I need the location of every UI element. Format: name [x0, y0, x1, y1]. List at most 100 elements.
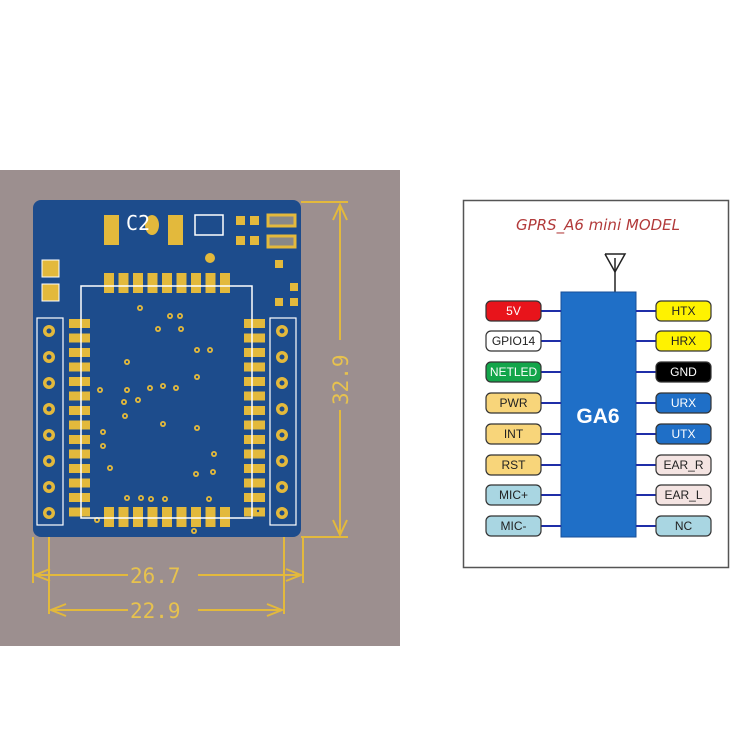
- pin-box: [485, 361, 542, 383]
- module-outline: [80, 285, 253, 519]
- pin-label: INT: [504, 427, 524, 441]
- chip-ga6: [560, 291, 637, 538]
- pin-label: 5V: [506, 304, 521, 318]
- pcb-components: [41, 213, 298, 534]
- smd-pad: [244, 420, 265, 430]
- smd-pad: [236, 216, 245, 225]
- pin-label: HRX: [671, 334, 696, 348]
- smd-pad: [69, 493, 90, 502]
- smd-pad: [244, 406, 265, 415]
- smd-pad: [244, 507, 265, 517]
- resistor: [266, 234, 297, 249]
- pin-box: [485, 392, 542, 414]
- silk-label-c2: C2: [126, 211, 150, 235]
- smd-pad: [275, 260, 283, 268]
- smd-pad: [176, 507, 187, 527]
- smd-pad: [220, 507, 230, 527]
- smd-pad: [69, 449, 90, 459]
- smd-pad: [69, 348, 90, 357]
- smd-pad: [250, 216, 259, 225]
- smd-pad: [104, 507, 114, 527]
- smd-pad: [133, 507, 143, 527]
- smd-pad: [133, 273, 143, 293]
- pin-box: [485, 454, 542, 476]
- pin-box: [655, 330, 712, 352]
- smd-pad: [290, 298, 298, 306]
- smd-pad: [244, 449, 265, 459]
- smd-pad: [69, 464, 90, 473]
- smd-pad: [118, 273, 129, 293]
- smd-pad: [244, 435, 265, 444]
- smd-pad: [162, 273, 172, 293]
- smd-pad: [41, 259, 60, 278]
- header-right-outline: [269, 317, 297, 526]
- smd-pad: [69, 406, 90, 415]
- pin-box: [485, 423, 542, 445]
- smd-pad: [244, 478, 265, 488]
- dimension-width-outer: 26.7: [130, 564, 181, 588]
- smd-pad: [69, 507, 90, 517]
- pin-box: [655, 454, 712, 476]
- pin-box: [485, 484, 542, 506]
- smd-pad: [236, 236, 245, 245]
- pin-box: [655, 515, 712, 537]
- via: [145, 215, 159, 235]
- pin-box: [655, 392, 712, 414]
- pin-label: UTX: [672, 427, 696, 441]
- smd-pad: [244, 348, 265, 357]
- dimension-width-inner: 22.9: [130, 599, 181, 623]
- smd-pad: [191, 273, 201, 293]
- smd-pad: [104, 273, 114, 293]
- pcb-panel: C2 32.9 26.7 22.9: [0, 170, 400, 646]
- smd-pad: [250, 236, 259, 245]
- capacitor-pad: [168, 215, 183, 245]
- smd-pad: [220, 273, 230, 293]
- pin-label: NETLED: [490, 365, 538, 379]
- pin-label: PWR: [500, 396, 528, 410]
- smd-pad: [69, 478, 90, 488]
- pin-box: [485, 330, 542, 352]
- smd-pad: [244, 333, 265, 343]
- via: [205, 253, 215, 263]
- smd-pad: [244, 391, 265, 401]
- pcb-board: [33, 200, 301, 537]
- pin-label: GND: [670, 365, 697, 379]
- smd-pad: [69, 319, 90, 328]
- chip-label: GA6: [576, 405, 619, 428]
- smd-pad: [290, 283, 298, 291]
- pin-box: [655, 300, 712, 322]
- smd-pad: [244, 362, 265, 372]
- smd-pad: [69, 377, 90, 386]
- pin-box: [655, 361, 712, 383]
- pin-label: GPIO14: [492, 334, 536, 348]
- pin-box: [485, 300, 542, 322]
- smd-pad: [147, 273, 158, 293]
- pinout-title: GPRS_A6 mini MODEL: [516, 216, 680, 235]
- smd-pad: [205, 273, 216, 293]
- smd-pad: [176, 273, 187, 293]
- pin-label: URX: [671, 396, 696, 410]
- pin-label: HTX: [672, 304, 696, 318]
- smd-pad: [244, 464, 265, 473]
- pin-label: MIC+: [499, 488, 528, 502]
- header-left-outline: [36, 317, 64, 526]
- smd-pad: [69, 362, 90, 372]
- smd-pad: [162, 507, 172, 527]
- smd-pad: [275, 298, 283, 306]
- pin-label: RST: [502, 458, 527, 472]
- antenna-icon: [604, 253, 627, 292]
- smd-pad: [69, 435, 90, 444]
- smd-pad: [41, 283, 60, 302]
- resistor: [266, 213, 297, 228]
- pin-box: [655, 484, 712, 506]
- capacitor-pad: [104, 215, 119, 245]
- dimension-height: 32.9: [329, 354, 353, 405]
- pin-label: EAR_L: [664, 488, 702, 502]
- smd-pad: [244, 493, 265, 502]
- pin-label: MIC-: [501, 519, 527, 533]
- smd-pad: [69, 420, 90, 430]
- pin-box: [485, 515, 542, 537]
- pin-label: NC: [675, 519, 693, 533]
